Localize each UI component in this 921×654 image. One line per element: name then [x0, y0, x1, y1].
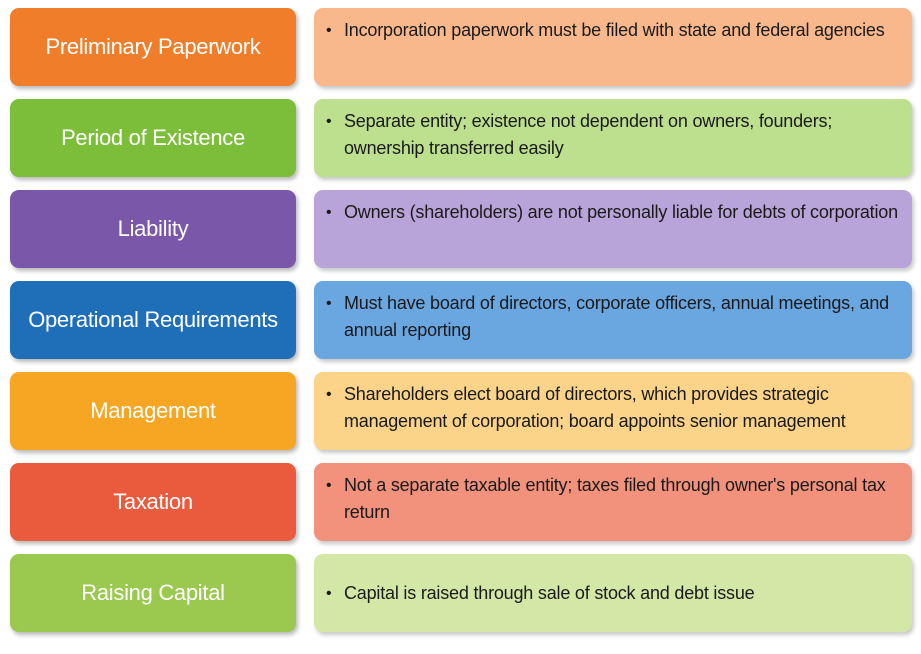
desc-text: Shareholders elect board of directors, w…	[344, 384, 846, 431]
row-preliminary-paperwork: Preliminary Paperwork • Incorporation pa…	[0, 8, 921, 86]
desc-raising-capital: • Capital is raised through sale of stoc…	[314, 554, 912, 632]
desc-text: Must have board of directors, corporate …	[344, 293, 889, 340]
bullet-icon: •	[326, 295, 332, 312]
row-period-of-existence: Period of Existence • Separate entity; e…	[0, 99, 921, 177]
desc-text: Not a separate taxable entity; taxes fil…	[344, 475, 886, 522]
row-raising-capital: Raising Capital • Capital is raised thro…	[0, 554, 921, 632]
bullet-icon: •	[326, 584, 332, 602]
desc-liability: • Owners (shareholders) are not personal…	[314, 190, 912, 268]
desc-preliminary-paperwork: • Incorporation paperwork must be filed …	[314, 8, 912, 86]
desc-text: Incorporation paperwork must be filed wi…	[344, 20, 885, 40]
desc-operational-requirements: • Must have board of directors, corporat…	[314, 281, 912, 359]
desc-text: Separate entity; existence not dependent…	[344, 111, 833, 158]
label-taxation: Taxation	[10, 463, 296, 541]
label-operational-requirements: Operational Requirements	[10, 281, 296, 359]
desc-period-of-existence: • Separate entity; existence not depende…	[314, 99, 912, 177]
row-taxation: Taxation • Not a separate taxable entity…	[0, 463, 921, 541]
bullet-icon: •	[326, 477, 332, 494]
desc-management: • Shareholders elect board of directors,…	[314, 372, 912, 450]
label-management: Management	[10, 372, 296, 450]
label-liability: Liability	[10, 190, 296, 268]
label-raising-capital: Raising Capital	[10, 554, 296, 632]
row-operational-requirements: Operational Requirements • Must have boa…	[0, 281, 921, 359]
bullet-icon: •	[326, 113, 332, 130]
row-liability: Liability • Owners (shareholders) are no…	[0, 190, 921, 268]
bullet-icon: •	[326, 204, 332, 221]
desc-taxation: • Not a separate taxable entity; taxes f…	[314, 463, 912, 541]
bullet-icon: •	[326, 22, 332, 39]
bullet-icon: •	[326, 386, 332, 403]
label-preliminary-paperwork: Preliminary Paperwork	[10, 8, 296, 86]
desc-text: Owners (shareholders) are not personally…	[344, 202, 898, 222]
desc-text: Capital is raised through sale of stock …	[344, 582, 755, 603]
label-period-of-existence: Period of Existence	[10, 99, 296, 177]
row-management: Management • Shareholders elect board of…	[0, 372, 921, 450]
